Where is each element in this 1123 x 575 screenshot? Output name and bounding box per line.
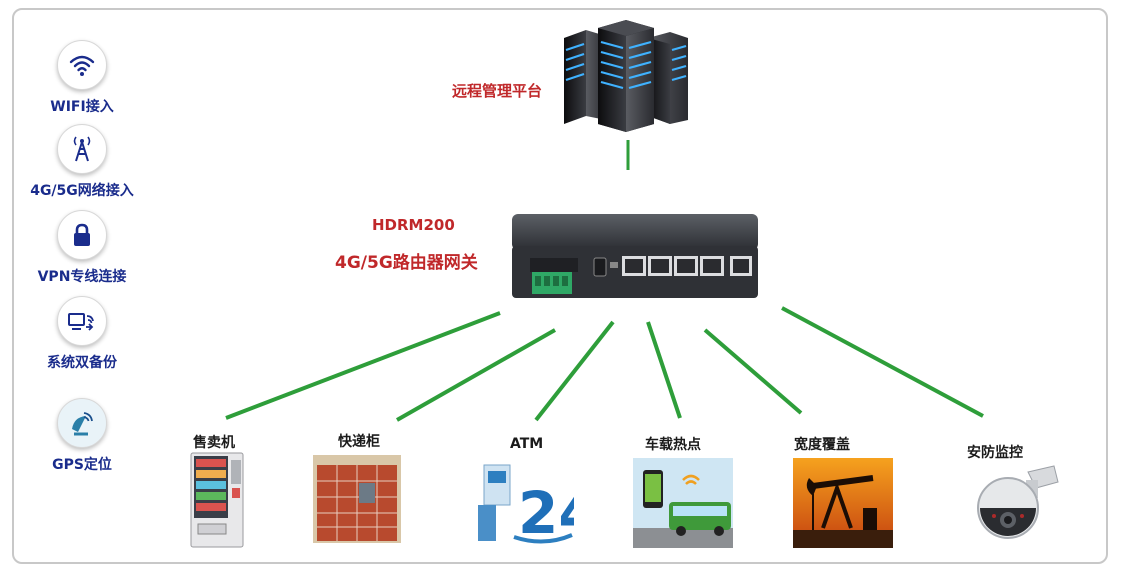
- diagram-frame: [12, 8, 1108, 564]
- vending-machine-icon: [190, 452, 244, 548]
- feature-label: VPN专线连接: [37, 269, 127, 285]
- oil-pump-icon: [793, 458, 893, 548]
- gateway-model-label: HDRM200: [372, 216, 455, 234]
- feature-vpn: VPN专线连接: [2, 210, 162, 286]
- security-camera-icon: [970, 462, 1062, 548]
- feature-gps: GPS定位: [2, 398, 162, 474]
- feature-label: 系统双备份: [47, 355, 117, 371]
- gateway-name-label: 4G/5G路由器网关: [335, 253, 478, 273]
- device-label-vending: 售卖机: [193, 435, 235, 451]
- platform-label: 远程管理平台: [452, 82, 543, 100]
- feature-4g5g: 4G/5G网络接入: [2, 124, 162, 200]
- device-label-atm: ATM: [510, 436, 544, 452]
- feature-wifi: WIFI接入: [2, 40, 162, 116]
- link-camera: [781, 306, 984, 418]
- link-vending: [225, 311, 501, 420]
- link-oil: [703, 328, 803, 415]
- gps-satellite-icon: [57, 398, 107, 448]
- dual-backup-icon: [57, 296, 107, 346]
- feature-backup: 系统双备份: [2, 296, 162, 372]
- antenna-tower-icon: [57, 124, 107, 174]
- link-bus: [646, 321, 682, 419]
- feature-label: GPS定位: [52, 457, 112, 473]
- device-label-locker: 快递柜: [338, 434, 380, 450]
- wifi-icon: [57, 40, 107, 90]
- router-device-icon: [510, 212, 760, 300]
- feature-label: 4G/5G网络接入: [30, 183, 134, 199]
- server-cluster-icon: [556, 20, 696, 132]
- lock-icon: [57, 210, 107, 260]
- link-atm: [534, 320, 615, 422]
- parcel-locker-icon: [313, 455, 401, 543]
- feature-label: WIFI接入: [50, 99, 114, 115]
- device-label-oil: 宽度覆盖: [794, 437, 850, 453]
- device-label-camera: 安防监控: [967, 445, 1023, 461]
- bus-hotspot-icon: [633, 458, 733, 548]
- link-locker: [396, 328, 556, 422]
- device-label-bus: 车载热点: [645, 437, 701, 453]
- atm-24h-icon: 24: [474, 455, 574, 547]
